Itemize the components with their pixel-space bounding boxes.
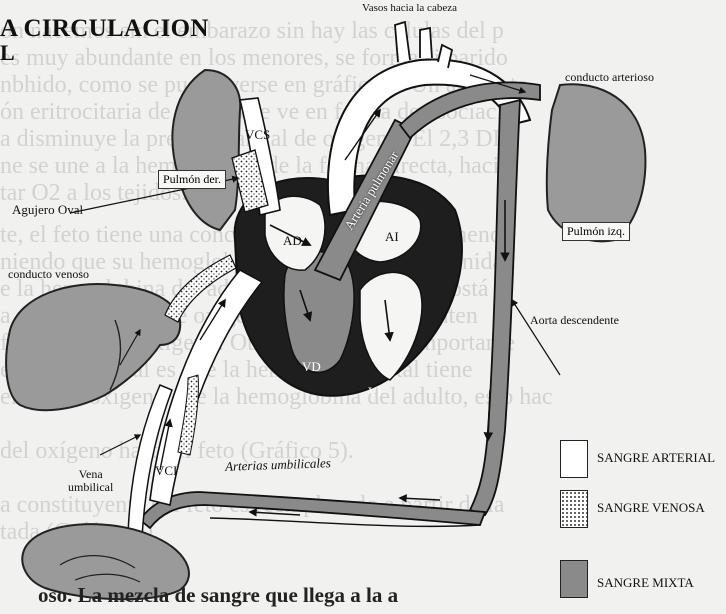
liver (6, 284, 180, 410)
label-pulmon-izq: Pulmón izq. (562, 222, 630, 241)
label-vd: VD (302, 360, 321, 373)
legend-label-arterial: SANGRE ARTERIAL (597, 450, 715, 466)
label-agujero-oval: Agujero Oval (12, 203, 83, 216)
left-lung (547, 84, 646, 241)
legend-label-mixta: SANGRE MIXTA (597, 575, 694, 591)
legend-label-venosa: SANGRE VENOSA (597, 500, 705, 516)
bottom-caption: oso. La mezcla de sangre que llega a la … (38, 583, 398, 608)
label-vci: VCI (155, 464, 177, 477)
label-vcs: VCS (245, 128, 270, 141)
label-vi: VI (368, 385, 382, 398)
legend-swatch-venosa (560, 490, 588, 528)
label-vena-umbilical: Vena umbilical (68, 468, 113, 494)
label-ai: AI (385, 230, 399, 243)
label-aorta-descendente: Aorta descendente (530, 314, 619, 327)
label-pulmon-der: Pulmón der. (158, 170, 226, 189)
legend-swatch-arterial (560, 440, 588, 478)
label-ad: AD (283, 234, 302, 247)
right-lung (172, 70, 240, 230)
label-arterias-umbilicales: Arterias umbilicales (225, 456, 331, 473)
legend-swatch-mixta (560, 560, 588, 598)
label-vasos-cabeza: Vasos hacia la cabeza (362, 2, 457, 15)
label-conducto-venoso: conducto venoso (8, 268, 89, 281)
diagram-title: A CIRCULACION (0, 15, 209, 43)
descending-aorta (470, 100, 520, 515)
diagram-title-line2: L (0, 40, 15, 66)
label-conducto-arterioso: conducto arterioso (565, 71, 654, 84)
